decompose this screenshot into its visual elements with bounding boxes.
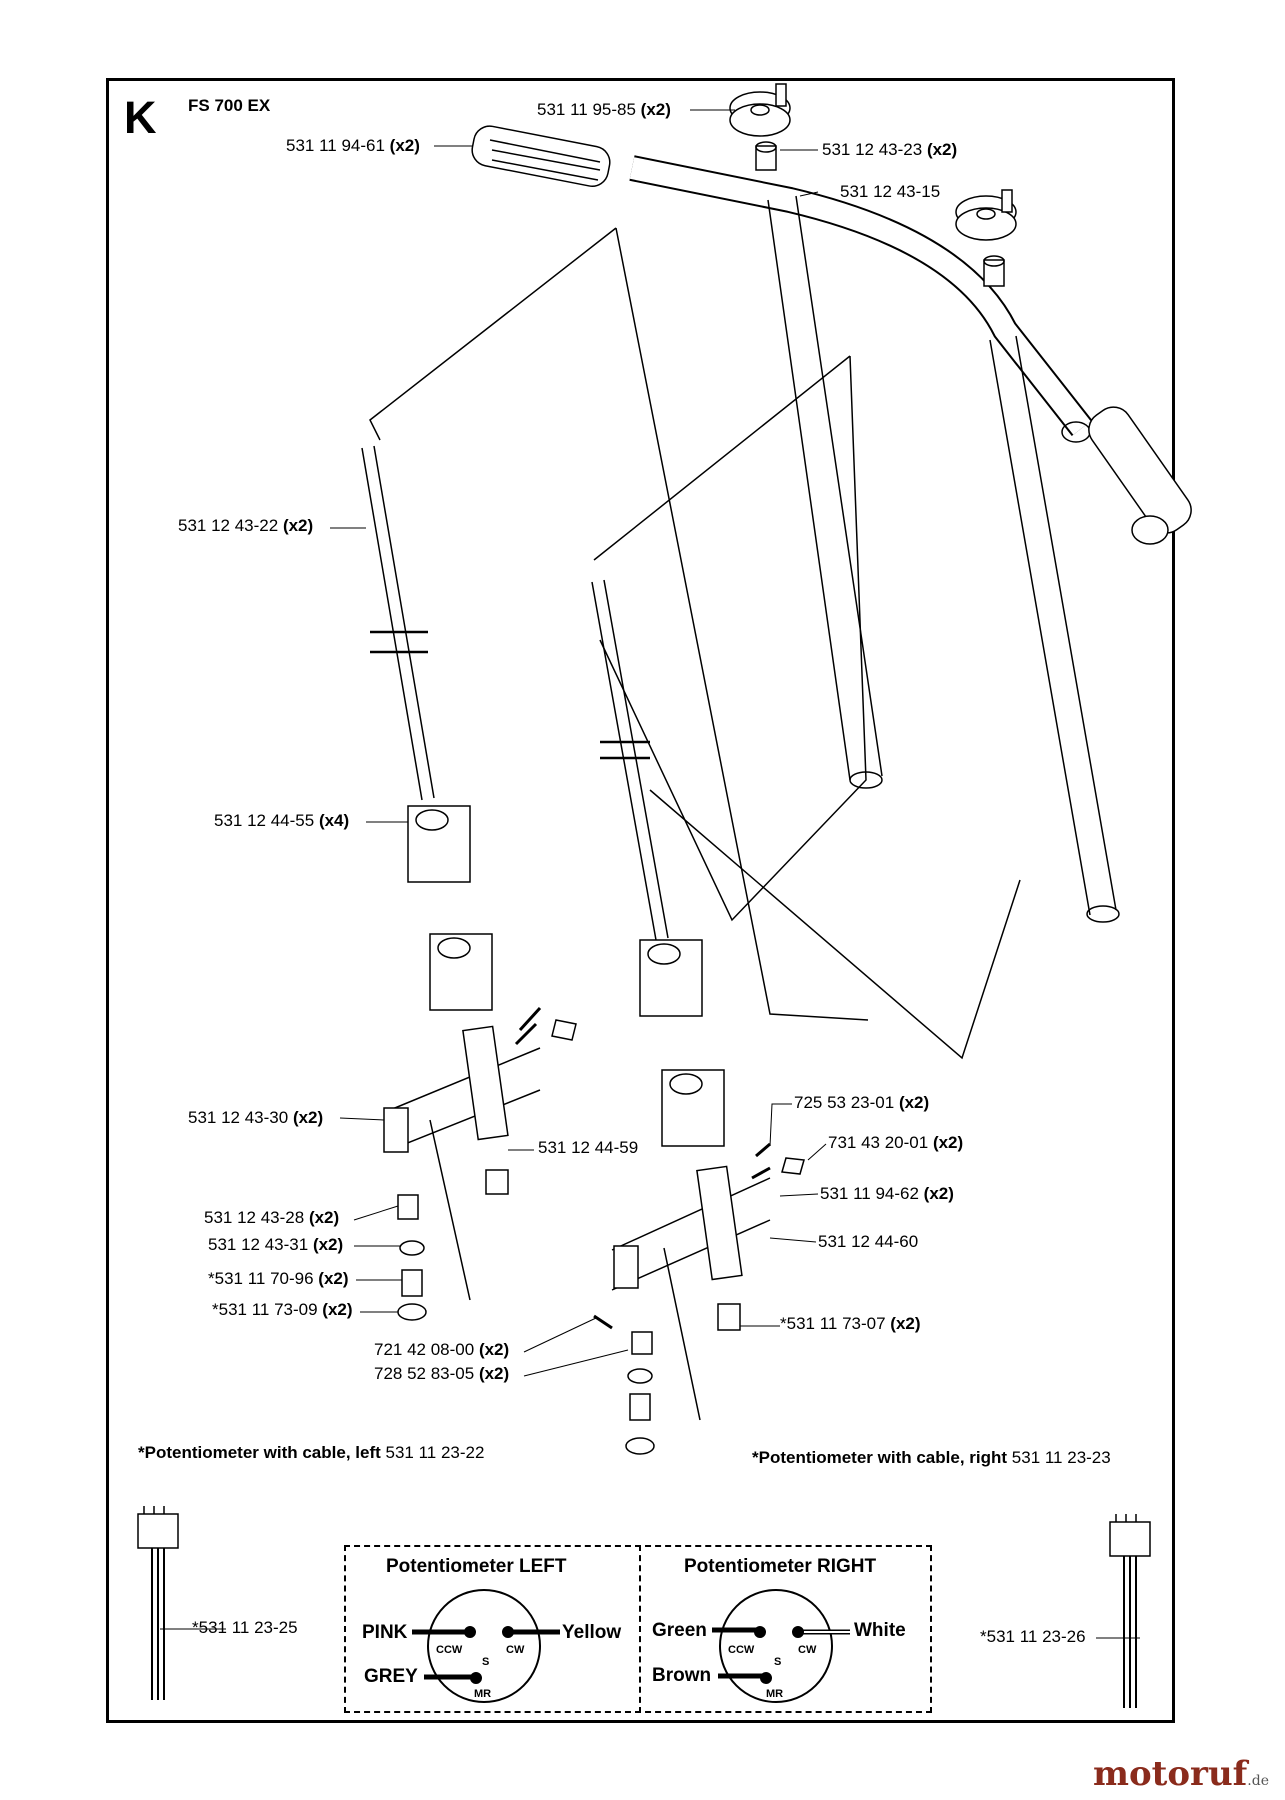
label-washer: 531 12 43-31 (x2) <box>208 1235 344 1254</box>
label-screw: 725 53 23-01 (x2) <box>794 1093 930 1112</box>
label-bushing-top: 531 12 43-23 (x2) <box>822 140 958 159</box>
pot-left-title: Potentiometer LEFT <box>386 1556 567 1577</box>
pot-box-divider <box>639 1545 641 1713</box>
pot-right-s: S <box>774 1656 782 1668</box>
pot-right-title: Potentiometer RIGHT <box>684 1556 877 1577</box>
label-pin: 721 42 08-00 (x2) <box>374 1340 510 1359</box>
pot-right-wire-white: White <box>854 1620 906 1641</box>
label-setscrew: 531 11 94-62 (x2) <box>820 1184 954 1203</box>
label-spacer: 531 12 43-30 (x2) <box>188 1108 324 1127</box>
pot-right-wire-brown: Brown <box>652 1665 712 1686</box>
pot-left-s: S <box>482 1656 490 1668</box>
cable-left <box>137 1506 179 1700</box>
label-cable-right: *531 11 23-26 <box>980 1627 1086 1646</box>
pot-schematic-left <box>412 1589 560 1703</box>
label-grip: 531 11 94-61 (x2) <box>286 136 420 155</box>
rod-left <box>361 445 435 801</box>
label-pot-left-nut: *531 11 73-09 (x2) <box>212 1300 353 1319</box>
watermark-logo: motoruf.de <box>1093 1754 1269 1794</box>
pot-left-cw: CW <box>506 1644 525 1656</box>
note-pot-right: *Potentiometer with cable, right 531 11 … <box>752 1448 1111 1467</box>
cable-right <box>1109 1514 1151 1708</box>
pot-schematic-right <box>712 1589 850 1703</box>
label-handlebar: 531 12 43-15 <box>840 182 941 201</box>
label-block: 531 12 44-55 (x4) <box>214 811 350 830</box>
knob-right <box>955 189 1017 241</box>
label-nut: 731 43 20-01 (x2) <box>828 1133 964 1152</box>
pot-right-mr: MR <box>766 1688 784 1700</box>
note-pot-left: *Potentiometer with cable, left 531 11 2… <box>138 1443 485 1462</box>
label-bracket-right: 531 12 44-60 <box>818 1232 919 1251</box>
label-cable-left: *531 11 23-25 <box>192 1618 298 1637</box>
right-grip <box>1088 406 1192 545</box>
pot-left-wire-grey: GREY <box>364 1666 418 1687</box>
pot-left-wire-yellow: Yellow <box>562 1622 622 1643</box>
diagram-frame <box>106 78 1175 1723</box>
left-grip <box>471 125 611 187</box>
section-letter: K <box>124 92 157 143</box>
label-bracket-left: 531 12 44-59 <box>538 1138 639 1157</box>
knob-left <box>729 83 791 137</box>
pot-left-wire-pink: PINK <box>362 1622 408 1643</box>
label-pot-right-nut: *531 11 73-07 (x2) <box>780 1314 921 1333</box>
pot-box <box>344 1545 932 1713</box>
blocks <box>407 805 725 1147</box>
pot-right-wire-green: Green <box>652 1620 707 1641</box>
label-knob-top: 531 11 95-85 (x2) <box>537 100 671 119</box>
label-collar: 531 12 43-28 (x2) <box>204 1208 340 1227</box>
label-pot-left-body: *531 11 70-96 (x2) <box>208 1269 349 1288</box>
pot-left-ccw: CCW <box>436 1644 463 1656</box>
label-clip: 728 52 83-05 (x2) <box>374 1364 510 1383</box>
pot-left-mr: MR <box>474 1688 492 1700</box>
pot-right-cw: CW <box>798 1644 817 1656</box>
model-name: FS 700 EX <box>188 96 271 115</box>
pot-right-ccw: CCW <box>728 1644 755 1656</box>
label-rod: 531 12 43-22 (x2) <box>178 516 314 535</box>
